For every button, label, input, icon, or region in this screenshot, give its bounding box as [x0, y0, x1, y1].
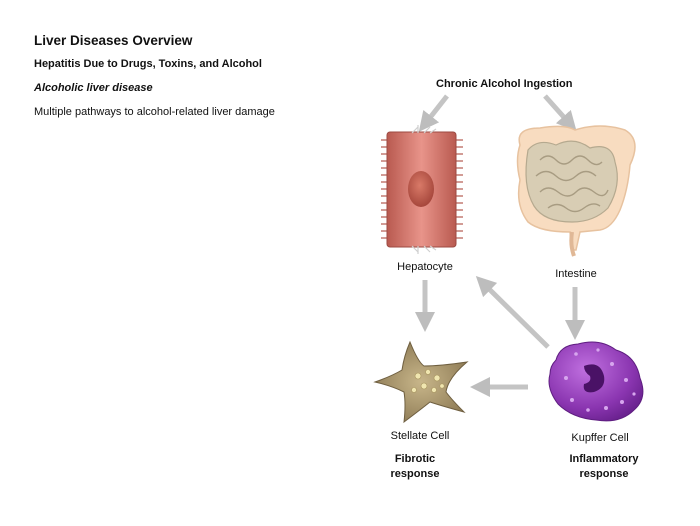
- kupffer-cell-label: Kupffer Cell: [571, 432, 629, 444]
- intestine-label: Intestine: [555, 268, 597, 280]
- arrow-to-intestine: [543, 94, 577, 132]
- arrow-kupffer-to-hepatocyte: [475, 275, 550, 349]
- inflammatory-response-label: Inflammatory response: [556, 452, 652, 482]
- pathway-arrows: [415, 94, 585, 397]
- inflammatory-response-line-1: Inflammatory: [569, 453, 639, 465]
- fibrotic-response-label: Fibrotic response: [375, 452, 455, 482]
- stellate-cell-illustration: [373, 340, 469, 424]
- section-heading: Alcoholic liver disease: [34, 82, 153, 94]
- hepatocyte-label: Hepatocyte: [397, 261, 453, 273]
- fibrotic-response-line-1: Fibrotic: [394, 453, 436, 465]
- description-text: Multiple pathways to alcohol-related liv…: [34, 106, 275, 118]
- inflammatory-response-line-2: response: [579, 468, 629, 480]
- kupffer-cell-illustration: [548, 341, 644, 422]
- stellate-cell-label: Stellate Cell: [390, 430, 450, 442]
- fibrotic-response-line-2: response: [390, 468, 440, 480]
- chronic-alcohol-ingestion-label: Chronic Alcohol Ingestion: [436, 78, 573, 90]
- page-title: Liver Diseases Overview: [34, 33, 193, 48]
- page-subtitle: Hepatitis Due to Drugs, Toxins, and Alco…: [34, 58, 262, 70]
- arrow-to-hepatocyte: [418, 94, 449, 132]
- hepatocyte-illustration: [381, 125, 463, 254]
- intestine-illustration: [516, 125, 636, 257]
